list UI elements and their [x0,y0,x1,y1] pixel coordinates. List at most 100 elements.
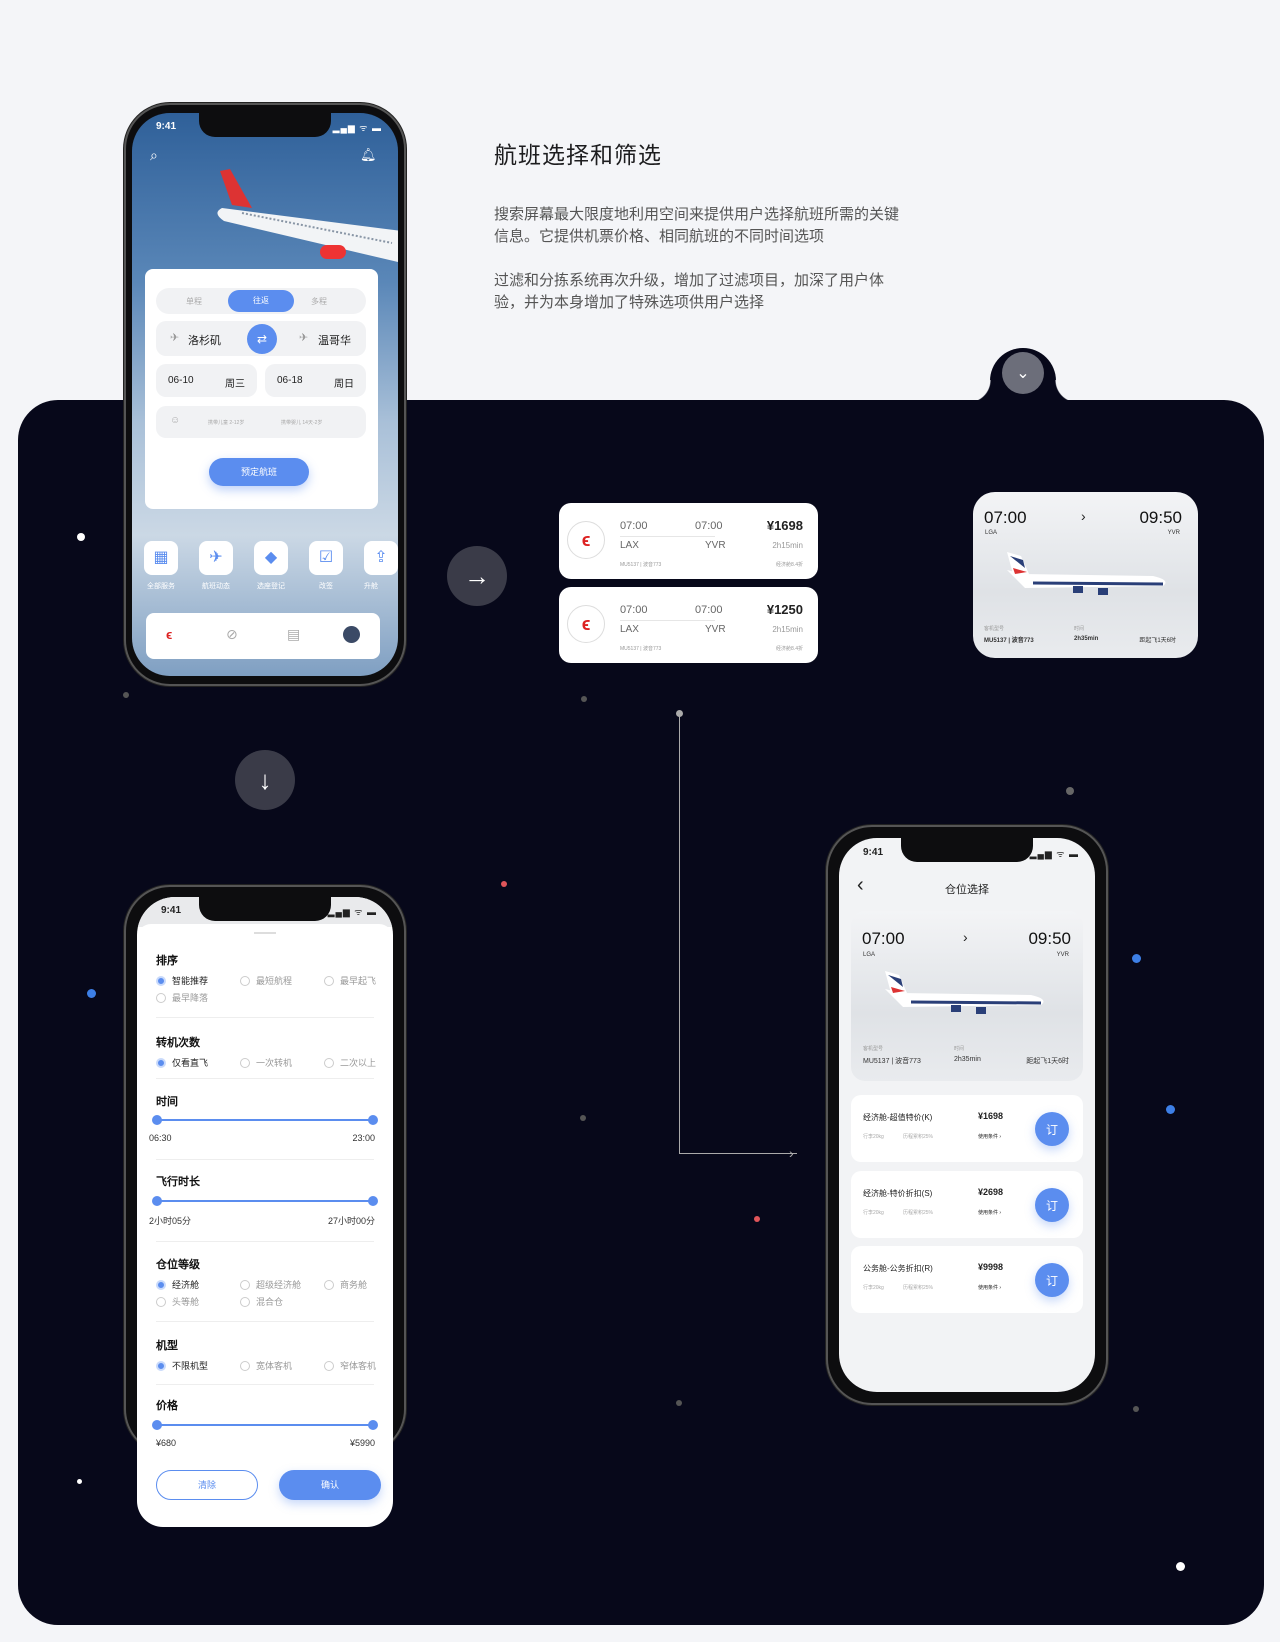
cabin-class-item: 经济舱-特价折扣(S) ¥2698 行李20kg 历程累积25% 使用条件 › … [851,1171,1083,1238]
book-button[interactable]: 订 [1035,1188,1069,1222]
route-row: ✈︎ 洛杉矶 ⇄ ✈︎ 温哥华 [156,321,366,356]
status-icons: ▂▄▆ ᯤ ▬ [332,123,382,133]
takeoff-icon: ✈︎ [170,332,180,344]
upgrade-icon[interactable]: ⇪ [364,541,398,575]
page-title: 仓位选择 [945,884,989,896]
arrow-down-icon: ↓ [258,764,272,795]
home-logo-icon[interactable]: ϵ [166,627,173,642]
cabin-option[interactable]: 头等舱 [156,1295,199,1308]
service-label: 航班动态 [202,583,230,590]
from-city[interactable]: 洛杉矶 [188,335,221,347]
terms-link[interactable]: 使用条件 › [978,1285,1002,1291]
clear-button[interactable]: 清除 [156,1470,258,1500]
date: 06-10 [168,375,194,386]
swap-cities-button[interactable]: ⇄ [247,324,277,354]
countdown: 距起飞1天6时 [1026,1058,1069,1065]
status-icons: ▂▄▆ ᯤ ▬ [327,907,377,917]
flight-status-icon[interactable]: ✈︎ [199,541,233,575]
sort-option[interactable]: 智能推荐 [156,974,208,987]
miles: 历程累积25% [903,1134,934,1140]
tab-round-trip[interactable]: 往返 [228,290,294,312]
slider-handle-max[interactable] [368,1420,378,1430]
book-button[interactable]: 订 [1035,1112,1069,1146]
aircraft-option[interactable]: 窄体客机 [324,1359,376,1372]
confirm-button[interactable]: 确认 [279,1470,381,1500]
service-label: 改签 [319,583,333,590]
time-min: 06:30 [149,1133,172,1143]
duration-min: 2小时05分 [149,1216,192,1226]
cabin-phone: 9:41 ▂▄▆ ᯤ ▬ ‹ 仓位选择 07:00 › 09:50 LGA YV… [826,825,1108,1405]
flight-list-item[interactable]: ϵ 07:00 07:00 ¥1698 LAX YVR 2h15min MU51… [559,503,818,579]
child-option[interactable]: 携带儿童 2-12岁 [208,420,245,426]
flight-list-item[interactable]: ϵ 07:00 07:00 ¥1250 LAX YVR 2h15min MU51… [559,587,818,663]
checkin-icon[interactable]: ◆ [254,541,288,575]
reschedule-icon[interactable]: ☑ [309,541,343,575]
decor-dot [754,1216,760,1222]
cabin-option[interactable]: 经济舱 [156,1278,199,1291]
flight-detail-card[interactable]: 07:00 › 09:50 LGA YVR 客机型号 时间 MU5137 | 波… [973,492,1198,658]
option-label: 宽体客机 [256,1361,293,1371]
class-price: ¥9998 [978,1262,1004,1272]
origin: LGA [985,530,998,536]
orders-icon[interactable]: ▤ [287,626,301,642]
drag-handle[interactable] [254,932,276,934]
transfer-option[interactable]: 仅看直飞 [156,1056,208,1069]
to-city[interactable]: 温哥华 [318,335,351,347]
model-label: 客机型号 [984,626,1005,632]
cabin-option[interactable]: 混合仓 [240,1295,283,1308]
transfer-option[interactable]: 一次转机 [240,1056,292,1069]
cabin-option[interactable]: 超级经济舱 [240,1278,301,1291]
slider-handle-min[interactable] [152,1420,162,1430]
search-icon[interactable]: ⌕ [150,147,158,163]
divider [156,1241,374,1242]
origin: LGA [863,952,876,958]
book-flight-button[interactable]: 预定航班 [209,458,309,486]
cabin-option[interactable]: 商务舱 [324,1278,367,1291]
all-services-icon[interactable]: ▦ [144,541,178,575]
connector-line [679,1153,797,1154]
slider-handle-min[interactable] [152,1115,162,1125]
back-button[interactable]: ‹ [857,874,864,896]
transfer-option[interactable]: 二次以上 [324,1056,376,1069]
depart-time: 07:00 [620,520,648,532]
option-label: 商务舱 [340,1280,368,1290]
infant-option[interactable]: 携带婴儿 14天-2岁 [281,420,323,426]
terms-link[interactable]: 使用条件 › [978,1134,1002,1140]
arrive-time: 07:00 [695,604,723,616]
next-step-button[interactable]: → [447,546,507,606]
duration-range-slider[interactable] [152,1196,378,1206]
option-label: 最早起飞 [340,976,377,986]
slider-handle-max[interactable] [368,1115,378,1125]
panel-tab-curve [1054,380,1078,402]
time-range-slider[interactable] [152,1115,378,1125]
status-time: 9:41 [863,847,884,858]
bell-icon[interactable]: 🔔︎ [360,147,377,162]
service-label: 选座登记 [257,583,285,590]
terms-link[interactable]: 使用条件 › [978,1210,1002,1216]
aircraft-option[interactable]: 宽体客机 [240,1359,292,1372]
avatar[interactable] [343,626,360,643]
sort-option[interactable]: 最短航程 [240,974,292,987]
divider [156,1384,374,1385]
aircraft-option[interactable]: 不限机型 [156,1359,208,1372]
price-range-slider[interactable] [152,1420,378,1430]
sort-option[interactable]: 最早降落 [156,991,208,1004]
tab-one-way[interactable]: 单程 [186,297,202,306]
sort-option[interactable]: 最早起飞 [324,974,376,987]
cabin-heading: 仓位等级 [156,1259,200,1271]
down-step-button[interactable]: ↓ [235,750,295,810]
aircraft-model: MU5137 | 波音773 [984,638,1034,644]
text-line: 过滤和分拣系统再次升级，增加了过滤项目，加深了用户体 [494,272,885,289]
slider-handle-max[interactable] [368,1196,378,1206]
book-button[interactable]: 订 [1035,1263,1069,1297]
slider-handle-min[interactable] [152,1196,162,1206]
flight-number: MU5137 | 波音773 [620,646,662,652]
section-title: 航班选择和筛选 [494,142,662,168]
compass-icon[interactable]: ⊘ [226,626,238,642]
tab-multi-city[interactable]: 多程 [311,297,327,306]
expand-chevron-button[interactable]: ⌄ [1002,352,1044,394]
decor-dot [676,1400,682,1406]
date: 06-18 [277,375,303,386]
